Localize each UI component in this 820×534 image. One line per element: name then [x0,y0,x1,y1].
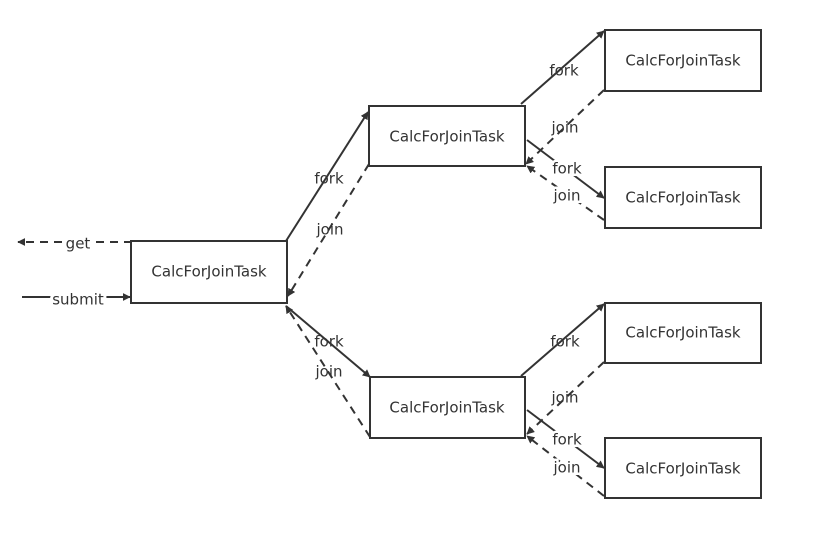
fork-label-bottom-leaf3: fork [550,333,580,351]
task-node-root: CalcForJoinTask [130,240,288,304]
task-node-leaf-2: CalcForJoinTask [604,166,762,229]
fork-arrow-top-leaf2 [526,139,605,199]
task-node-root-label: CalcForJoinTask [151,263,266,281]
join-label-top-root: join [315,221,343,239]
join-label-bottom-root: join [314,363,342,381]
fork-arrow-bottom-leaf4 [526,409,605,469]
task-node-leaf-4: CalcForJoinTask [604,437,762,499]
fork-label-top-leaf2: fork [552,160,582,178]
fork-arrow-bottom-leaf3 [520,303,605,377]
task-node-leaf-1: CalcForJoinTask [604,29,762,92]
join-arrow-leaf3-bottom [526,361,605,435]
join-arrow-leaf4-bottom [526,435,605,497]
task-node-leaf-3-label: CalcForJoinTask [625,324,740,342]
join-arrow-top-root [287,163,370,297]
join-label-leaf1-top: join [550,119,578,137]
get-label: get [66,235,91,253]
task-node-mid-bottom: CalcForJoinTask [369,376,526,439]
task-node-mid-top-label: CalcForJoinTask [389,128,504,146]
fork-arrow-root-bottom [285,305,371,378]
join-label-leaf2-top: join [552,187,580,205]
join-arrow-leaf2-top [526,165,605,221]
fork-label-bottom-leaf4: fork [552,431,582,449]
fork-label-top-leaf1: fork [549,62,579,80]
join-label-leaf3-bottom: join [550,389,578,407]
join-label-leaf4-bottom: join [552,459,580,477]
join-arrow-bottom-root [285,305,371,438]
task-node-leaf-1-label: CalcForJoinTask [625,52,740,70]
task-node-leaf-3: CalcForJoinTask [604,302,762,364]
fork-label-root-bottom: fork [314,333,344,351]
fork-arrow-root-top [285,111,369,242]
task-node-leaf-2-label: CalcForJoinTask [625,189,740,207]
submit-label: submit [52,291,104,309]
task-node-mid-bottom-label: CalcForJoinTask [389,399,504,417]
fork-label-root-top: fork [314,170,344,188]
task-node-leaf-4-label: CalcForJoinTask [625,460,740,478]
task-node-mid-top: CalcForJoinTask [368,105,526,167]
join-arrow-leaf1-top [525,89,605,165]
fork-arrow-top-leaf1 [520,30,605,105]
